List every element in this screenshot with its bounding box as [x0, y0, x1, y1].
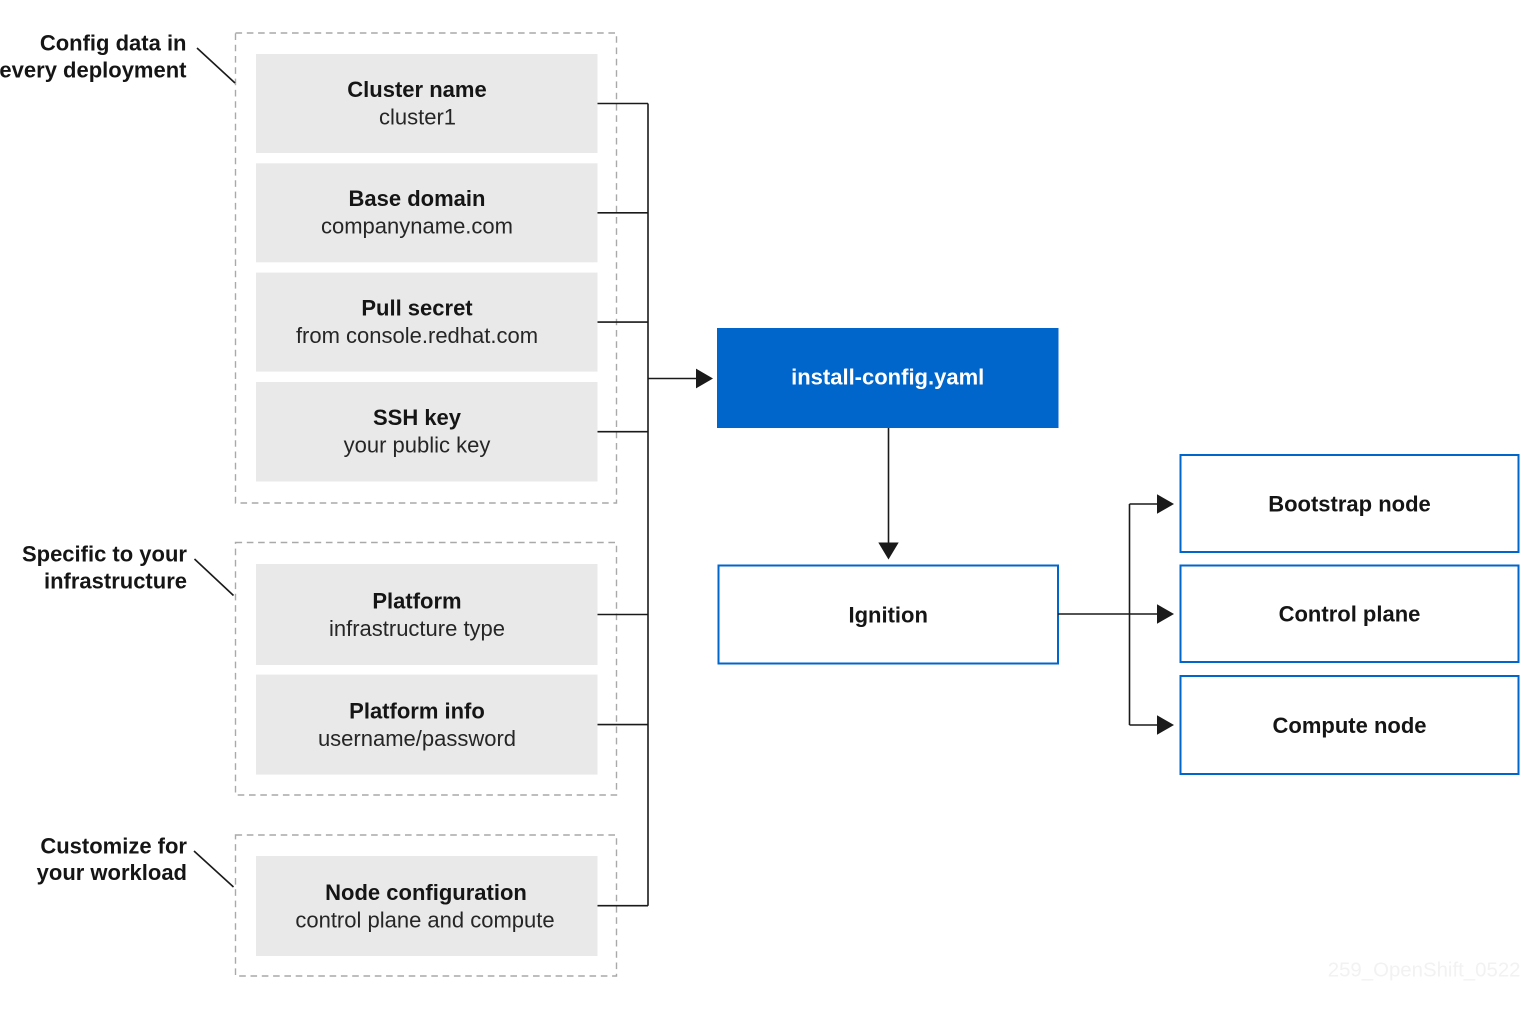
- svg-text:your public key: your public key: [344, 432, 491, 457]
- svg-text:Platform: Platform: [372, 589, 461, 614]
- svg-text:Config data in: Config data in: [40, 31, 187, 56]
- svg-text:infrastructure type: infrastructure type: [329, 616, 505, 641]
- svg-text:install-config.yaml: install-config.yaml: [791, 364, 984, 389]
- svg-text:Base domain: Base domain: [349, 186, 486, 211]
- svg-text:Platform info: Platform info: [349, 699, 485, 724]
- svg-text:Ignition: Ignition: [848, 602, 927, 627]
- svg-text:username/password: username/password: [318, 726, 516, 751]
- svg-text:Control plane: Control plane: [1279, 602, 1421, 627]
- svg-text:Pull secret: Pull secret: [361, 296, 473, 321]
- svg-text:cluster1: cluster1: [379, 104, 456, 129]
- svg-text:control plane and compute: control plane and compute: [295, 907, 554, 932]
- svg-text:your workload: your workload: [37, 860, 187, 885]
- svg-text:SSH key: SSH key: [373, 405, 462, 430]
- svg-text:Cluster name: Cluster name: [347, 77, 486, 102]
- svg-text:from console.redhat.com: from console.redhat.com: [296, 323, 538, 348]
- svg-text:infrastructure: infrastructure: [44, 568, 187, 593]
- svg-text:Specific to your: Specific to your: [22, 542, 187, 567]
- svg-text:Compute node: Compute node: [1273, 713, 1427, 738]
- svg-text:companyname.com: companyname.com: [321, 214, 513, 239]
- svg-text:Node configuration: Node configuration: [325, 880, 527, 905]
- svg-text:Bootstrap node: Bootstrap node: [1268, 491, 1431, 516]
- svg-text:Customize for: Customize for: [40, 833, 187, 858]
- svg-text:every deployment: every deployment: [0, 57, 187, 82]
- svg-text:259_OpenShift_0522: 259_OpenShift_0522: [1328, 959, 1520, 981]
